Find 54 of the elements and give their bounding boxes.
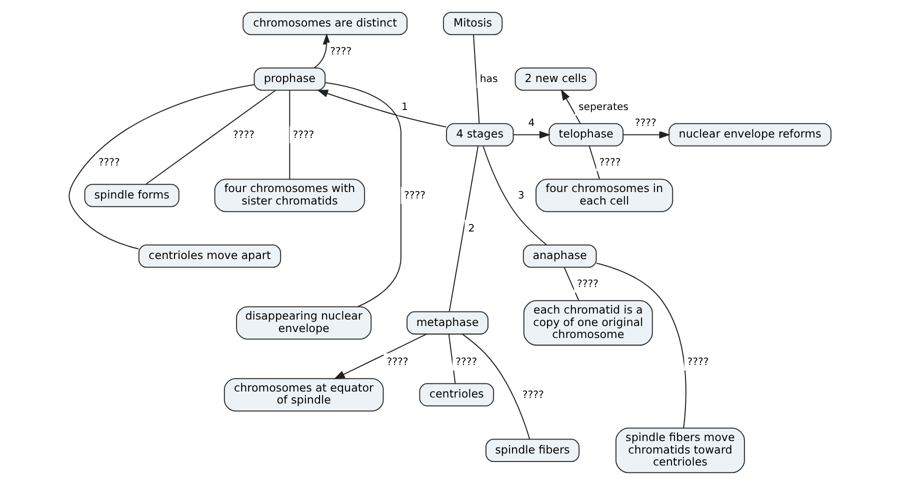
node-box: 2 new cells <box>514 67 596 91</box>
arrow <box>622 130 670 139</box>
node-box: spindle fibers move chromatids toward centrioles <box>614 428 744 474</box>
connector <box>588 146 600 179</box>
edge-label: ???? <box>98 158 120 169</box>
node-box: anaphase <box>522 244 596 268</box>
node-box: centrioles move apart <box>138 244 281 268</box>
node-box: chromosomes are distinct <box>242 12 408 36</box>
arrow <box>316 90 446 128</box>
node-box: disappearing nuclear envelope <box>236 306 372 340</box>
edge-label: ???? <box>634 118 656 130</box>
edge-label: ???? <box>232 130 254 141</box>
edge-label: ???? <box>686 356 708 368</box>
edge-label: ???? <box>386 356 408 368</box>
node-box: telophase <box>548 123 624 146</box>
connector <box>288 90 290 180</box>
edge-label: ???? <box>403 190 425 202</box>
node-box: metaphase <box>406 311 488 335</box>
edge-label: 4 <box>528 118 534 130</box>
arrow <box>333 334 426 380</box>
node-box: spindle forms <box>84 184 179 208</box>
node-box: 4 stages <box>445 123 514 146</box>
node-box: four chromosomes with sister chromatids <box>214 178 365 212</box>
node-box: nuclear envelope reforms <box>668 123 831 146</box>
connector <box>563 267 579 301</box>
connector <box>324 82 401 308</box>
edge-label: has <box>479 74 498 86</box>
connector <box>596 262 686 428</box>
connector <box>472 34 480 124</box>
node-box: four chromosomes in each cell <box>535 178 673 212</box>
node-box: each chromatid is a copy of one original chromosome <box>522 300 652 346</box>
arrow <box>560 89 580 124</box>
edge-label: ???? <box>330 46 352 58</box>
edge-label: 2 <box>468 223 474 234</box>
edge-label: 1 <box>400 102 408 113</box>
edge-label: ???? <box>455 356 477 368</box>
node-box: centrioles <box>418 383 494 406</box>
edge-label: ???? <box>292 130 314 141</box>
edge-label: ???? <box>598 158 620 169</box>
node-box: prophase <box>253 67 326 91</box>
connector <box>482 146 546 246</box>
connector <box>68 84 254 250</box>
node-box: chromosomes at equator of spindle <box>223 378 384 412</box>
node-box: Mitosis <box>442 12 502 36</box>
node-box: spindle fibers <box>484 438 580 462</box>
edge-label: ???? <box>522 390 544 401</box>
edge-label: 3 <box>517 190 524 202</box>
edge-label: ???? <box>576 279 598 290</box>
edge-label: seperates <box>578 102 628 113</box>
connector <box>145 90 276 185</box>
connector <box>448 334 456 384</box>
connector <box>448 146 478 312</box>
arrow <box>512 130 550 139</box>
connector <box>462 334 530 440</box>
